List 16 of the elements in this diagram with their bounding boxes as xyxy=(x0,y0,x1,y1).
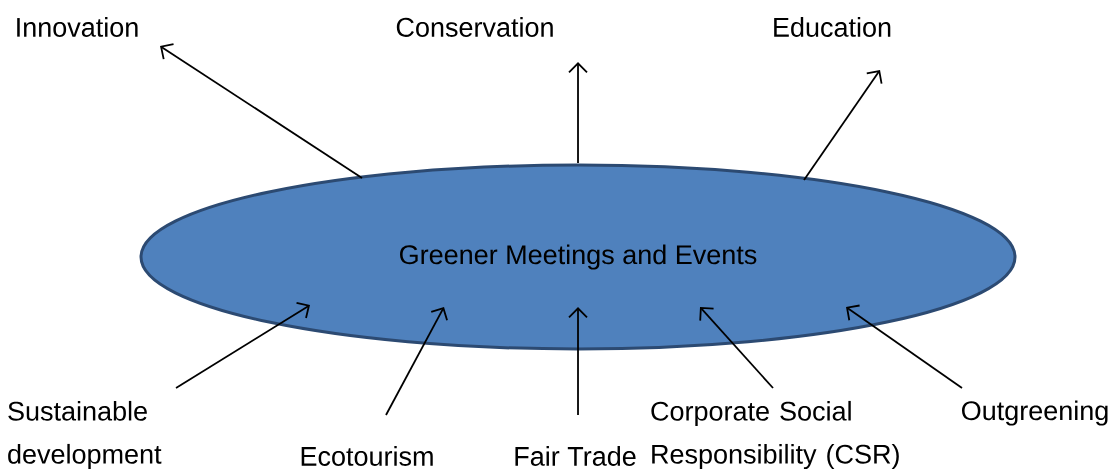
label-text: Innovation xyxy=(17,17,138,37)
label-text: Fair Trade xyxy=(515,446,636,466)
arrow xyxy=(846,304,963,389)
arrow xyxy=(160,43,363,179)
arrow xyxy=(385,307,448,416)
label-text: Ecotourism xyxy=(301,446,433,466)
arrow xyxy=(175,301,310,389)
label-text: Corporate Social Responsibility (CSR) xyxy=(651,400,899,470)
label-text: Education xyxy=(774,17,891,37)
label-text: Conservation xyxy=(396,17,553,37)
arrow xyxy=(699,307,774,389)
arrow xyxy=(568,307,588,416)
arrow xyxy=(568,62,588,164)
arrow xyxy=(803,70,883,181)
label-text: Sustainable development xyxy=(8,400,162,470)
label-text: Outgreening xyxy=(962,400,1108,426)
